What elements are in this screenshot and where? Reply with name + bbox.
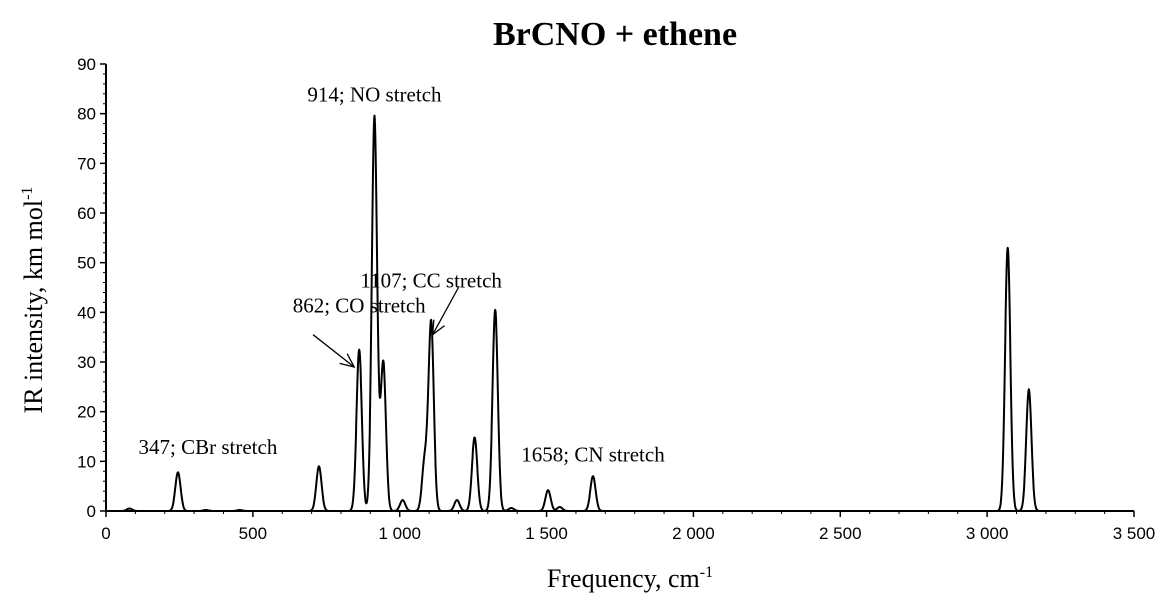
y-axis-label-text: IR intensity, km mol	[19, 200, 48, 414]
annotation-arrow	[312, 334, 355, 368]
annotation-arrow	[432, 287, 460, 335]
x-axis-label-text: Frequency, cm	[547, 564, 700, 593]
plot-area	[105, 114, 1135, 512]
peak-annotation: 1658; CN stretch	[521, 442, 665, 466]
y-tick-label: 90	[77, 55, 96, 74]
svg-text:Frequency, cm-1: Frequency, cm-1	[547, 564, 713, 593]
y-tick-label: 80	[77, 105, 96, 124]
chart-title: BrCNO + ethene	[493, 16, 737, 53]
y-tick-label: 60	[77, 204, 96, 223]
peak-annotation: 347; CBr stretch	[139, 435, 278, 459]
peak-annotation: 914; NO stretch	[307, 82, 442, 106]
annotation-arrowhead	[431, 319, 445, 337]
y-tick-label: 10	[77, 452, 96, 471]
x-tick-label: 2 000	[672, 524, 715, 543]
annotation-arrowhead	[339, 353, 356, 368]
y-axis-label: IR intensity, km mol-1	[19, 187, 48, 414]
annotations: 347; CBr stretch 862; CO stretch 914; NO s…	[139, 82, 666, 466]
x-tick-label: 1 000	[378, 524, 421, 543]
peak-annotation: 862; CO stretch	[293, 293, 426, 317]
y-tick-label: 70	[77, 154, 96, 173]
x-axis-label-superscript: -1	[700, 564, 713, 581]
y-tick-label: 20	[77, 403, 96, 422]
x-tick-label: 1 500	[525, 524, 568, 543]
x-axis-label: Frequency, cm-1	[547, 564, 713, 593]
y-axis-label-superscript: -1	[19, 187, 36, 200]
x-tick-label: 500	[239, 524, 267, 543]
x-tick-label: 2 500	[819, 524, 862, 543]
x-tick-label: 3 500	[1113, 524, 1156, 543]
peak-annotation: 1107; CC stretch	[360, 269, 502, 293]
ticks: 0 10 20 30 40 50 60 70 80 90 0 500 1 000 1 500 2 000 2 …	[77, 55, 1155, 543]
y-tick-label: 50	[77, 254, 96, 273]
y-tick-label: 0	[87, 502, 96, 521]
svg-text:IR intensity, km mol-1: IR intensity, km mol-1	[19, 187, 48, 414]
y-tick-label: 30	[77, 353, 96, 372]
x-tick-label: 0	[101, 524, 110, 543]
spectrum-line	[105, 114, 1135, 512]
y-tick-label: 40	[77, 303, 96, 322]
x-tick-label: 3 000	[966, 524, 1009, 543]
